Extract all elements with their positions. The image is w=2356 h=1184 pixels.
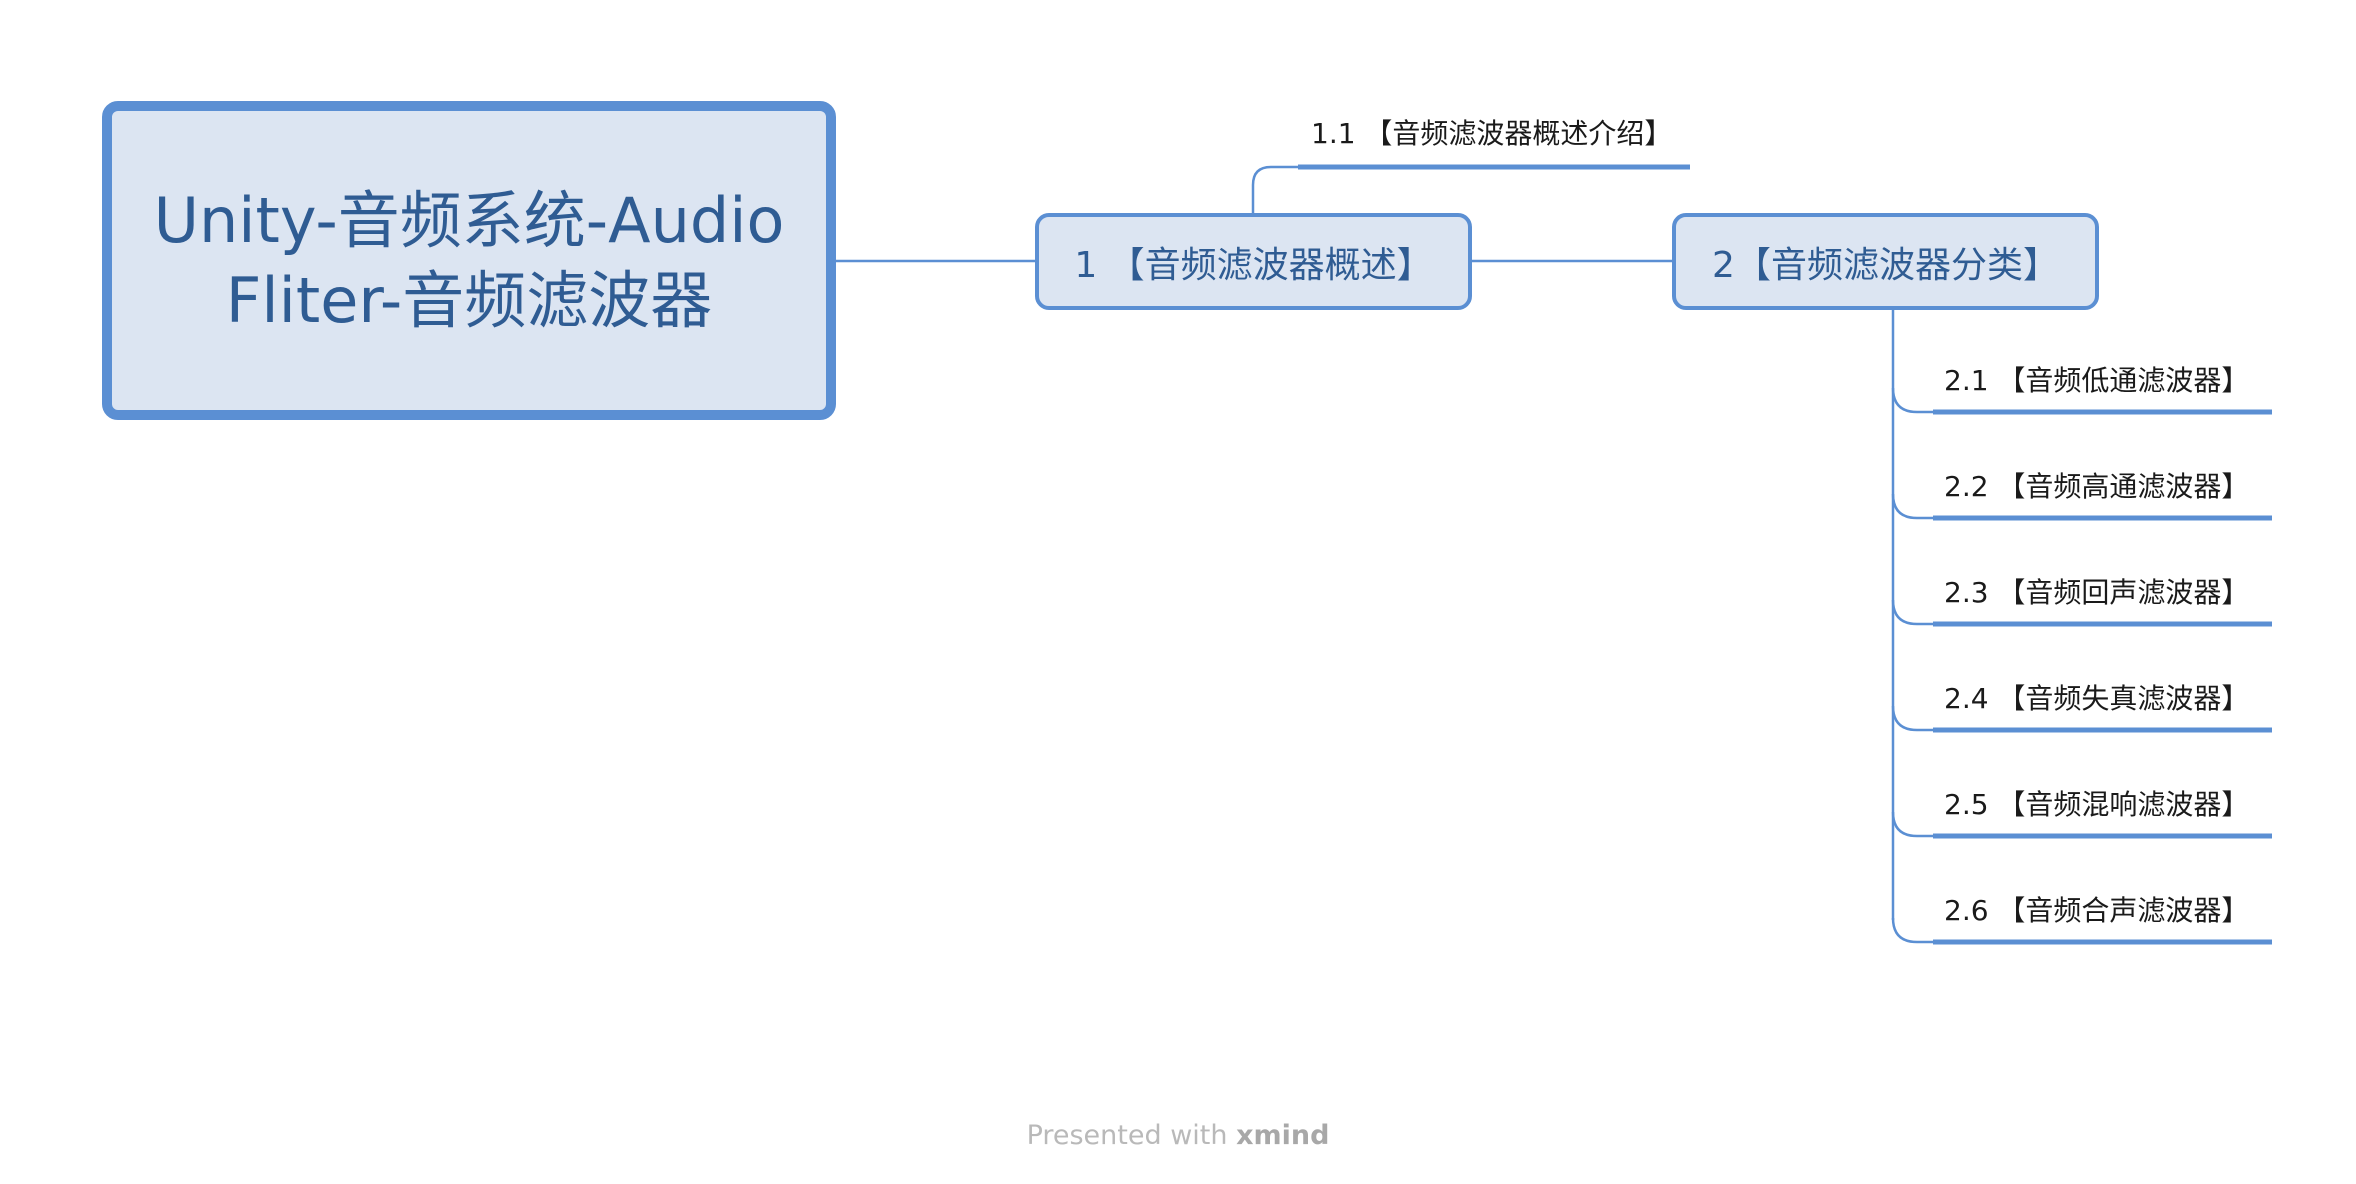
root-topic-title: Unity-音频系统-Audio Fliter-音频滤波器 [153, 183, 785, 337]
subtopic-2-5[interactable]: 2.5 【音频混响滤波器】 [1944, 773, 2249, 833]
topic-1-label: 1 【音频滤波器概述】 [1074, 244, 1433, 286]
subtopic-2-6[interactable]: 2.6 【音频合声滤波器】 [1944, 879, 2249, 939]
subtopic-2-4[interactable]: 2.4 【音频失真滤波器】 [1944, 667, 2249, 727]
subtopic-2-3[interactable]: 2.3 【音频回声滤波器】 [1944, 561, 2249, 621]
topic-2-classification[interactable]: 2【音频滤波器分类】 [1672, 213, 2099, 310]
connector-sub-2-6 [1891, 917, 1933, 944]
subtopic-2-1-label: 2.1 【音频低通滤波器】 [1944, 364, 2250, 397]
subtopic-2-5-label: 2.5 【音频混响滤波器】 [1944, 788, 2250, 821]
root-topic[interactable]: Unity-音频系统-Audio Fliter-音频滤波器 [102, 101, 836, 420]
topic-2-label: 2【音频滤波器分类】 [1712, 244, 2059, 286]
subtopic-2-3-label: 2.3 【音频回声滤波器】 [1944, 576, 2250, 609]
connector-sub-2-5 [1891, 811, 1933, 838]
subtopic-2-6-label: 2.6 【音频合声滤波器】 [1944, 894, 2250, 927]
connector-sub-2-3 [1891, 599, 1933, 626]
subtopic-1-1-label: 1.1 【音频滤波器概述介绍】 [1311, 117, 1673, 150]
subtopic-2-1[interactable]: 2.1 【音频低通滤波器】 [1944, 349, 2249, 409]
footer-prefix: Presented with [1026, 1120, 1237, 1151]
subtopic-2-4-label: 2.4 【音频失真滤波器】 [1944, 682, 2250, 715]
subtopic-2-2[interactable]: 2.2 【音频高通滤波器】 [1944, 455, 2249, 515]
topic-1-overview[interactable]: 1 【音频滤波器概述】 [1035, 213, 1472, 310]
connector-topic-1-sub-1-1 [1251, 165, 1298, 213]
footer-brand: xmind [1236, 1120, 1330, 1151]
connector-sub-2-1 [1891, 387, 1933, 414]
connector-sub-2-4 [1891, 705, 1933, 732]
subtopic-1-1[interactable]: 1.1 【音频滤波器概述介绍】 [1311, 102, 1672, 162]
connector-sub-2-2 [1891, 493, 1933, 520]
subtopic-2-2-label: 2.2 【音频高通滤波器】 [1944, 470, 2250, 503]
footer-watermark: Presented with xmind [0, 1120, 2356, 1151]
